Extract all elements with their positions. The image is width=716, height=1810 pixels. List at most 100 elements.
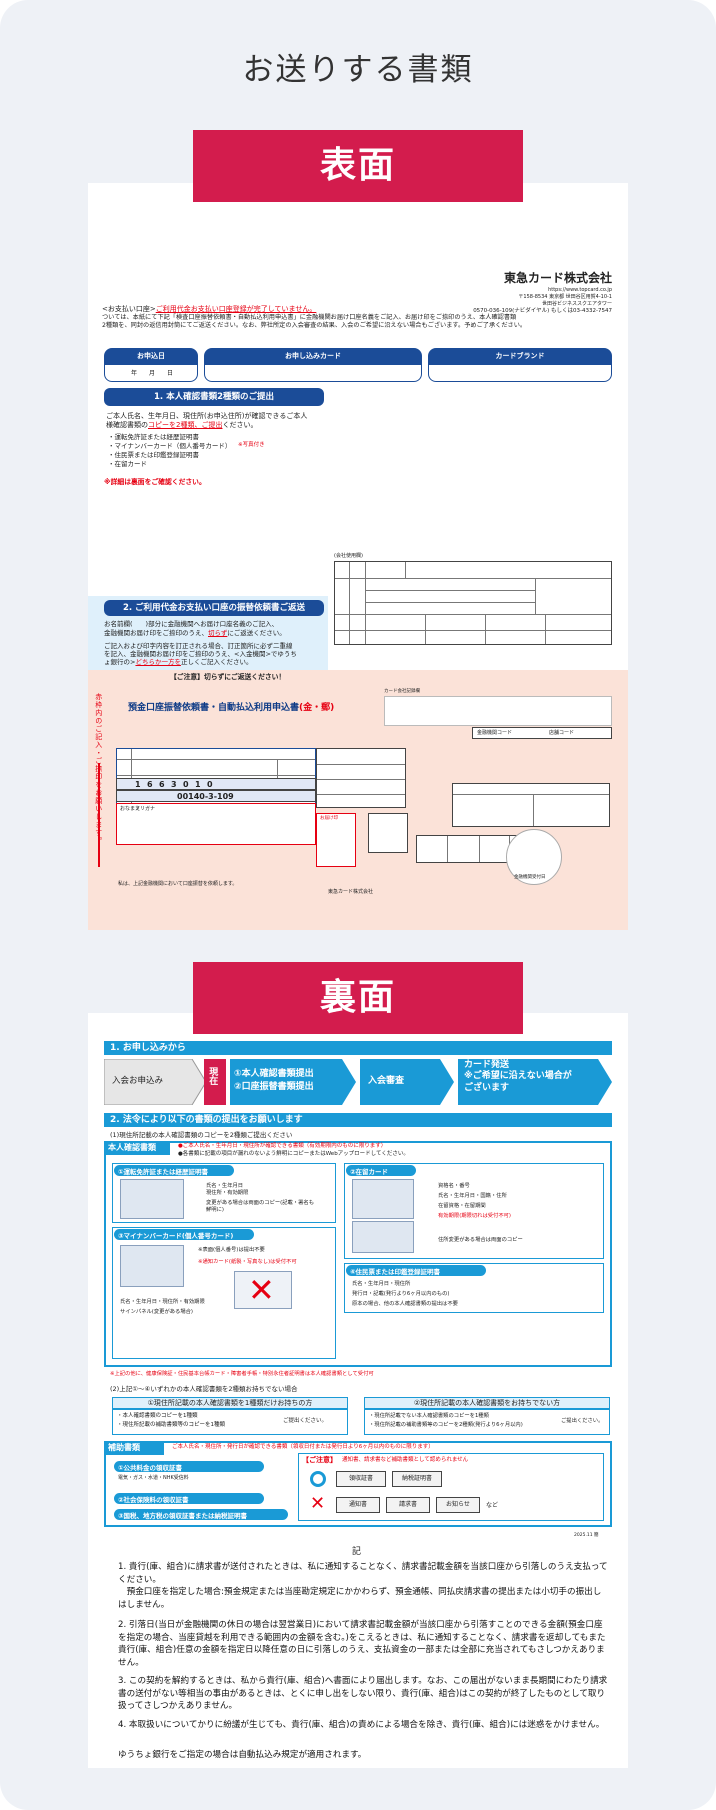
case2-tail: ご提出ください。: [561, 1418, 604, 1424]
id-docs-note2: ●各書類に記載の項目が漏れのないよう鮮明にコピーまたはWebアップロードしてくだ…: [178, 1151, 409, 1157]
section1-item-0: ・運転免許証または経歴証明書: [108, 433, 199, 441]
aux-docs-note: ご本人氏名・現住所・発行日が確認できる書類（領収日付または発行日より6ヶ月以内の…: [172, 1444, 434, 1450]
date-stamp-circle: [506, 829, 562, 885]
ok-item-1: 納税証明書: [392, 1471, 442, 1487]
step-submit: ①本人確認書類提出 ②口座振替書類提出: [234, 1069, 314, 1092]
account-number-row: 00140-3-109: [116, 790, 316, 802]
card-record-label: カード会社記録欄: [384, 689, 420, 694]
juminhyo-item-1: 発行日・記載(発行より6ヶ月以内のもの): [352, 1291, 450, 1297]
aux-item-3: ③国税、地方税の領収証書または納税証明書: [114, 1509, 288, 1520]
id-docs-note1: ●ご本人氏名・生年月日・現住所が確認できる書類（有効期限内のものに限ります）: [178, 1143, 387, 1149]
account-number: 00140-3-109: [177, 792, 234, 801]
yucho-note: ゆうちょ銀行をご指定の場合は自動払込み規定が適用されます。: [118, 1750, 367, 1760]
term-2: 2. 引落日(当日が金融機関の休日の場合は翌営業日)において請求書記載金額が当該…: [118, 1620, 606, 1668]
company-name: 東急カード株式会社: [503, 271, 612, 285]
notice-line3: 2種類を、同封の返信用封筒にてご返送ください。なお、弊社所定の入会審査の結果、入…: [102, 322, 527, 329]
ok-item-0: 領収証書: [336, 1471, 386, 1487]
section2-line5-red: どちらか一方を: [135, 658, 181, 666]
mynumber-item-0: 氏名・生年月日・現住所・有効期限: [120, 1299, 205, 1305]
date-stamp-label: 金融機関受付日: [514, 875, 546, 880]
red-guide-line: [98, 763, 100, 867]
second-stamp-box: [368, 813, 408, 853]
id-docs-label: 本人確認書類: [104, 1141, 170, 1155]
form-title-text: 預金口座振替依頼書・自動払込利用申込書: [128, 703, 300, 713]
section2-line2-b: にご返送ください。: [227, 629, 286, 637]
digit-3: 3: [171, 780, 177, 789]
right-info-form: [452, 783, 610, 827]
juminhyo-item-2: 原本の場合、他の本人確認書類の提出は不要: [352, 1301, 458, 1307]
account-name-field[interactable]: おなまえ フリガナ: [116, 803, 316, 845]
digit-row[interactable]: 1 6 6 3 0 1 0: [116, 778, 316, 790]
docs-intro2: (2)上記①〜④いずれかの本人確認書類を2種類お持ちでない場合: [110, 1385, 298, 1393]
section1-line2-red: コピーを2種類、ご提出: [148, 421, 223, 429]
notice-red: ご利用代金お支払い口座登録が完了していません。: [155, 305, 317, 313]
case1-tail: ご提出ください。: [283, 1418, 328, 1424]
aux-docs-label: 補助書類: [104, 1441, 164, 1455]
form-title-tag: (金・郵): [299, 703, 335, 713]
front-banner: 表面: [193, 130, 523, 202]
doc-mynumber-title: ③マイナンバーカード(個人番号カード): [114, 1229, 254, 1240]
digit-4: 0: [183, 780, 189, 789]
company-building: 世田谷ビジネススクエアタワー: [541, 301, 612, 307]
aux-item-1-detail: 電気・ガス・水道・NHK受信料: [118, 1475, 189, 1481]
page-title: お送りする書類: [242, 52, 474, 88]
section2-line2: 金融機関お届け印をご捺印のうえ、切らずにご返送ください。: [104, 629, 286, 637]
company-use-label: (会社使用欄): [334, 553, 363, 559]
notification-card-image: [234, 1271, 292, 1309]
digit-1: 6: [147, 780, 153, 789]
zairyu-item-1: 氏名・生年月日・国籍・住所: [438, 1193, 507, 1199]
ng-tail: など: [486, 1502, 499, 1509]
digit-5: 1: [195, 780, 201, 789]
doc-zairyu-title: ②在留カード: [346, 1165, 416, 1176]
zairyu-item-3: 有効期限(期限切れは受付不可): [438, 1213, 511, 1219]
case1-title: ①現住所記載の本人確認書類を1種類だけお持ちの方: [112, 1397, 348, 1409]
step-apply: 入会お申込み: [112, 1076, 164, 1086]
caution-text: 通知書、請求書など補助書類として認められません: [342, 1457, 469, 1463]
zairyu-item-2: 在留資格・在留期間: [438, 1203, 486, 1209]
front-document: 東急カード株式会社 https://www.topcard.co.jp 〒158…: [88, 183, 628, 930]
middle-form: [316, 748, 406, 808]
zairyu-item-0: 資格名・番号: [438, 1183, 470, 1189]
notice-line2: ついては、本紙にて下記「検査口座振替依頼書・自動払込利用申込書」に金融機関お届け…: [102, 314, 517, 321]
notice-head: <お支払い口座>: [102, 305, 156, 313]
section2-back-title: 2. 法令により以下の書類の提出をお願いします: [104, 1113, 612, 1127]
case2-body: ・現住所記載でない本人確認書類のコピーを1種類 ・現住所記載の補助書類等のコピー…: [364, 1409, 610, 1435]
docs-warning: ※上記の他に、健康保険証・住民基本台帳カード・障害者手帳・特別永住者証明書は本人…: [110, 1371, 374, 1377]
term-1: 1. 貴行(庫、組合)に請求書が送付されたときは、私に通知することなく、請求書記…: [118, 1562, 608, 1610]
ng-item-2: お知らせ: [436, 1497, 480, 1513]
license-item-2: 変更がある場合は両面のコピー(記載・署名も鮮明に): [206, 1200, 315, 1213]
section1-item-1: ・マイナンバーカード（個人番号カード）: [108, 442, 232, 450]
term-4: 4. 本取扱いについてかりに紛議が生じても、貴行(庫、組合)の責めによる場合を除…: [118, 1720, 605, 1730]
bank-code-label: 金融機関コード: [477, 730, 513, 736]
license-card-image: [120, 1179, 184, 1219]
stamp-box[interactable]: お届け印: [316, 813, 356, 867]
date-field-value: 年 月 日: [131, 370, 174, 377]
name-kana-label: フリガナ: [135, 806, 156, 812]
aux-item-1: ①公共料金の領収証書: [114, 1461, 264, 1472]
section2-line1: お名前欄( )部分に金融機関へお届け口座名義のご記入、: [104, 620, 279, 628]
section1-line2: 様確認書類のコピーを2種類、ご提出ください。: [106, 421, 257, 430]
digit-0: 1: [135, 780, 141, 789]
step-current: 現在: [207, 1067, 218, 1085]
company-url: https://www.topcard.co.jp: [548, 287, 612, 293]
ok-circle-icon: [310, 1471, 326, 1487]
card-field: [204, 364, 422, 382]
stamp-label: お届け印: [320, 816, 338, 821]
section1-note: ※写真付き: [238, 442, 265, 448]
section2-caution: 【ご注意】切らずにご返送ください！: [170, 673, 286, 681]
case1-body: ・本人確認書類のコピーを1種類 ・現住所記載の補助書類等のコピーを1種類 ご提出…: [112, 1409, 348, 1435]
company-use-grid: [334, 561, 612, 645]
section1-line2-a: 様確認書類の: [106, 421, 148, 429]
name-label: おなまえ: [120, 806, 141, 812]
ng-x-icon: ✕: [310, 1493, 326, 1514]
case2-body2: ・現住所記載の補助書類等のコピーを2種類(発行より6ヶ月以内): [369, 1422, 523, 1428]
ki-label: 記: [352, 1547, 362, 1557]
doc-license-title: ①運転免許証または経歴証明書: [114, 1165, 234, 1176]
brand-field-label: カードブランド: [428, 348, 612, 364]
case2-title: ②現住所記載の本人確認書類をお持ちでない方: [364, 1397, 610, 1409]
back-document: 1. お申し込みから 入会お申込み 現在 ①本人確認書類提出 ②口座振替書類提出…: [88, 1013, 628, 1768]
ng-item-1: 請求書: [386, 1497, 430, 1513]
card-record-box: [384, 696, 612, 726]
branch-code-label: 店舗コード: [549, 730, 575, 736]
section1-line1: ご本人氏名、生年月日、現住所(お申込住所)が確認できるご本人: [106, 412, 308, 420]
